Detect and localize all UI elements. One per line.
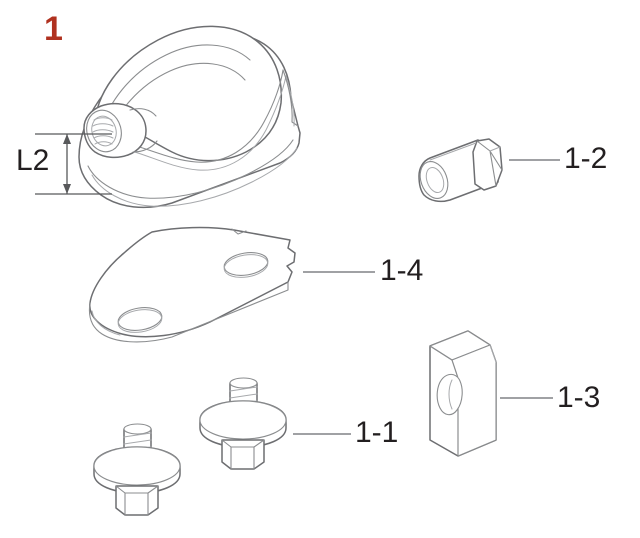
part-dome-housing (78, 25, 301, 209)
dimension-arrow-down (63, 184, 71, 194)
dimension-label-l2: L2 (16, 144, 50, 177)
bolt-shank-top-right (229, 377, 258, 389)
part-sleeve-nut (418, 138, 503, 203)
part-flange-bolt-right (199, 377, 287, 470)
part-slotted-block (429, 330, 497, 457)
callout-label-1-2: 1-2 (564, 142, 608, 175)
sleeve-nut-bore-inner (425, 166, 445, 194)
housing-threaded-boss (83, 102, 158, 159)
callout-label-1-4: 1-4 (380, 254, 424, 287)
figure-number: 1 (44, 10, 63, 48)
callout-label-1-3: 1-3 (557, 381, 601, 414)
leader-lines (293, 159, 560, 435)
part-mounting-plate (88, 226, 296, 343)
callout-label-1-1: 1-1 (355, 416, 399, 449)
dimension-arrow-up (63, 134, 71, 144)
dimension-l2 (35, 133, 112, 195)
block-slot (436, 373, 463, 416)
bolt-shank-top-left (123, 423, 152, 435)
part-flange-bolt-left (93, 423, 181, 516)
